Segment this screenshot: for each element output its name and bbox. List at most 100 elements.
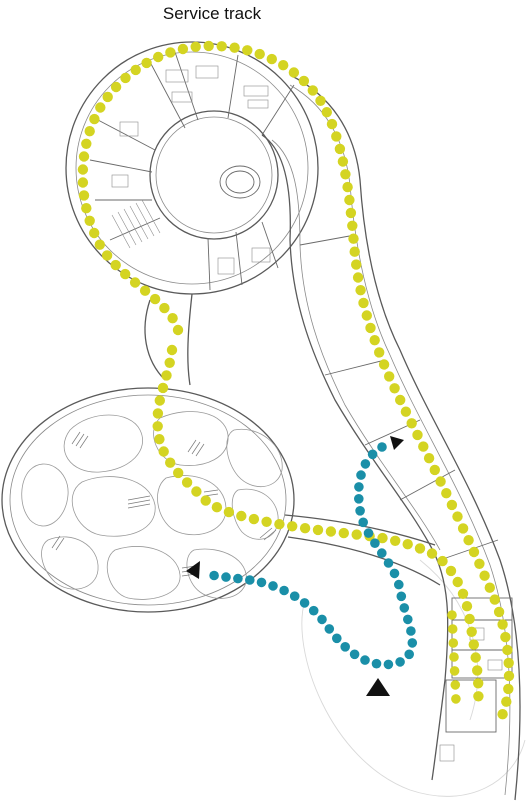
visitor-route-dot xyxy=(209,570,219,581)
service-track-dot xyxy=(89,227,100,239)
visitor-route-dot xyxy=(404,649,415,660)
service-track-dot xyxy=(229,42,240,53)
service-track-dot xyxy=(165,47,176,58)
service-track-dot xyxy=(447,624,458,634)
visitor-route xyxy=(209,442,418,670)
service-track-dot xyxy=(358,297,369,309)
service-track-dot xyxy=(484,582,495,593)
service-track-dot xyxy=(355,285,366,296)
visitor-route-dot xyxy=(324,624,335,634)
service-track-dot xyxy=(167,313,178,324)
service-track-dot xyxy=(337,156,349,167)
service-track-dot xyxy=(315,95,326,107)
service-track-dot xyxy=(503,683,514,695)
service-track-dot xyxy=(159,302,170,314)
service-track-dot xyxy=(152,421,163,432)
visitor-route-dot xyxy=(389,568,400,579)
service-track-dot xyxy=(472,665,483,676)
service-track-dot xyxy=(173,467,184,479)
service-track-dot xyxy=(338,527,349,539)
service-track-dot xyxy=(157,382,169,394)
service-track-dot xyxy=(95,102,106,113)
service-track-dot xyxy=(149,293,161,305)
arrow-up xyxy=(366,678,390,696)
service-track-dot xyxy=(191,486,202,497)
visitor-route-dot xyxy=(356,470,366,480)
service-track-dot xyxy=(377,532,388,544)
service-track-dot xyxy=(378,359,390,370)
visitor-route-dot xyxy=(221,572,231,582)
service-track-dot xyxy=(503,657,514,669)
service-track-dot xyxy=(158,446,169,457)
service-track-dot xyxy=(447,610,457,620)
visitor-route-dot xyxy=(299,598,310,608)
service-track-dot xyxy=(278,59,289,71)
service-track-dot xyxy=(200,495,211,506)
service-track-dot xyxy=(164,357,175,368)
service-track-dot xyxy=(78,190,90,201)
service-track-dot xyxy=(452,511,463,522)
service-track-dot xyxy=(351,259,362,270)
service-track-dot xyxy=(369,335,380,346)
service-track-dot xyxy=(190,41,201,52)
service-track-dot xyxy=(342,181,353,193)
visitor-route-dot xyxy=(279,585,289,596)
service-track-dot xyxy=(77,164,89,175)
service-track-dot xyxy=(470,652,481,663)
service-track-dot xyxy=(110,259,121,271)
service-track-dot xyxy=(254,48,265,60)
service-track-dot xyxy=(349,246,360,257)
service-track-dot xyxy=(347,220,358,231)
service-track-dot xyxy=(445,565,457,577)
visitor-route-dot xyxy=(396,591,407,602)
visitor-route-dot xyxy=(367,449,378,460)
service-track xyxy=(77,40,515,720)
service-track-dot xyxy=(139,285,151,296)
service-track-dot xyxy=(166,344,178,356)
service-track-dot xyxy=(203,40,214,52)
visitor-route-dot xyxy=(332,633,342,644)
service-track-dot xyxy=(457,588,469,599)
service-track-dot xyxy=(312,524,324,536)
service-track-dot xyxy=(389,383,400,394)
service-track-dot xyxy=(448,638,459,648)
service-track-dot xyxy=(351,529,362,540)
service-track-dot xyxy=(500,631,511,643)
service-track-dot xyxy=(248,513,260,525)
service-track-dot xyxy=(223,506,235,518)
service-track-dot xyxy=(236,510,247,522)
service-track-dot xyxy=(340,169,351,180)
visitor-route-dot xyxy=(371,658,382,669)
service-track-dot xyxy=(120,72,131,84)
arrow-up-right xyxy=(390,436,404,450)
service-track-dot xyxy=(84,215,95,226)
service-track-dot xyxy=(102,91,113,103)
service-track-dot xyxy=(423,453,435,464)
service-track-dot xyxy=(181,477,193,488)
visitor-route-dot xyxy=(407,638,418,648)
service-track-dot xyxy=(141,57,152,69)
circular-pavilion xyxy=(65,41,319,295)
service-track-dot xyxy=(503,670,515,682)
service-track-dot xyxy=(429,464,440,476)
service-track-dot xyxy=(89,113,100,125)
visitor-route-dot xyxy=(355,506,365,516)
visitor-route-dot xyxy=(349,649,360,660)
service-track-dot xyxy=(461,601,473,612)
visitor-route-dot xyxy=(245,575,255,585)
service-track-dot xyxy=(479,570,490,581)
service-track-dot xyxy=(451,694,461,704)
service-track-dot xyxy=(120,268,131,280)
service-track-dot xyxy=(426,548,438,559)
visitor-route-dot xyxy=(383,558,394,568)
service-track-dot xyxy=(352,272,364,283)
service-track-dot xyxy=(474,558,485,569)
service-track-dot xyxy=(81,138,92,149)
service-track-dot xyxy=(266,53,277,65)
visitor-route-dot xyxy=(354,494,364,504)
service-track-dot xyxy=(77,177,89,188)
service-track-dot xyxy=(390,535,401,546)
connector-corridor xyxy=(144,293,193,386)
service-track-dot xyxy=(468,546,480,558)
service-track-dot xyxy=(489,594,500,605)
